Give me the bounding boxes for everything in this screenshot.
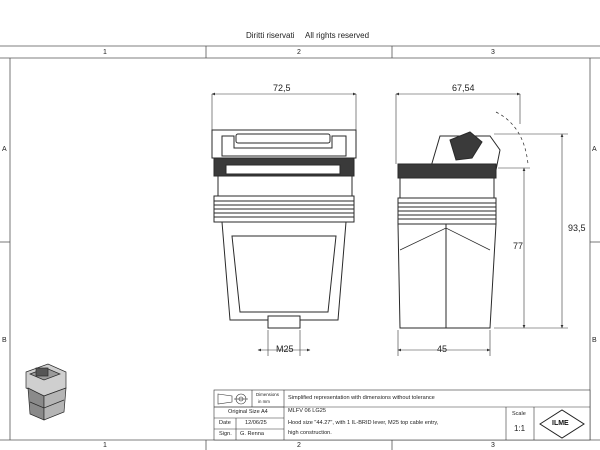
projection-symbol-icon xyxy=(217,393,248,405)
tb-description-line-1: Hood size "44.27", with 1 IL-BRID lever,… xyxy=(288,420,439,426)
side-view xyxy=(397,111,529,329)
dim-cable-entry: M25 xyxy=(276,344,294,354)
tb-sign-value: G. Renna xyxy=(240,431,264,437)
ilme-logo xyxy=(539,409,585,439)
zone-row-a: A xyxy=(2,146,7,153)
tb-code: MLFV 06 LG25 xyxy=(288,408,326,414)
tb-description-line-2: high construction. xyxy=(288,430,332,436)
front-view xyxy=(211,129,357,329)
dim-front-width: 72,5 xyxy=(273,83,291,93)
dim-side-base-width: 45 xyxy=(437,344,448,354)
rights-reserved-it: Diritti riservati xyxy=(246,31,295,40)
dim-lower-height: 77 xyxy=(513,241,524,251)
zone-row-b-right: B xyxy=(592,337,597,344)
tb-note: Simplified representation with dimension… xyxy=(288,395,435,401)
tb-scale-label: Scale xyxy=(512,411,526,417)
tb-dimensions-unit: in mm xyxy=(258,399,270,404)
zone-col-2-bottom: 2 xyxy=(297,442,301,449)
zone-row-a-right: A xyxy=(592,146,597,153)
zone-col-1-bottom: 1 xyxy=(103,442,107,449)
iso-thumbnail xyxy=(25,363,67,421)
ilme-logo-text: ILME xyxy=(552,420,569,427)
tb-dimensions-label: Dimensions xyxy=(256,392,279,397)
tb-sign-label: Sign. xyxy=(219,431,232,437)
tb-scale-value: 1:1 xyxy=(514,424,526,433)
zone-col-2: 2 xyxy=(297,49,301,56)
dim-overall-height: 93,5 xyxy=(568,223,586,233)
dimension-lines xyxy=(211,92,568,356)
zone-col-3: 3 xyxy=(491,49,495,56)
tb-original-size: Original Size A4 xyxy=(228,409,268,415)
title-block xyxy=(213,389,591,441)
zone-col-3-bottom: 3 xyxy=(491,442,495,449)
tb-date-label: Date xyxy=(219,420,231,426)
zone-col-1: 1 xyxy=(103,49,107,56)
rights-reserved-en: All rights reserved xyxy=(305,31,370,40)
dim-side-depth: 67,54 xyxy=(452,83,475,93)
tb-date-value: 12/06/25 xyxy=(245,420,267,426)
zone-row-b: B xyxy=(2,337,7,344)
